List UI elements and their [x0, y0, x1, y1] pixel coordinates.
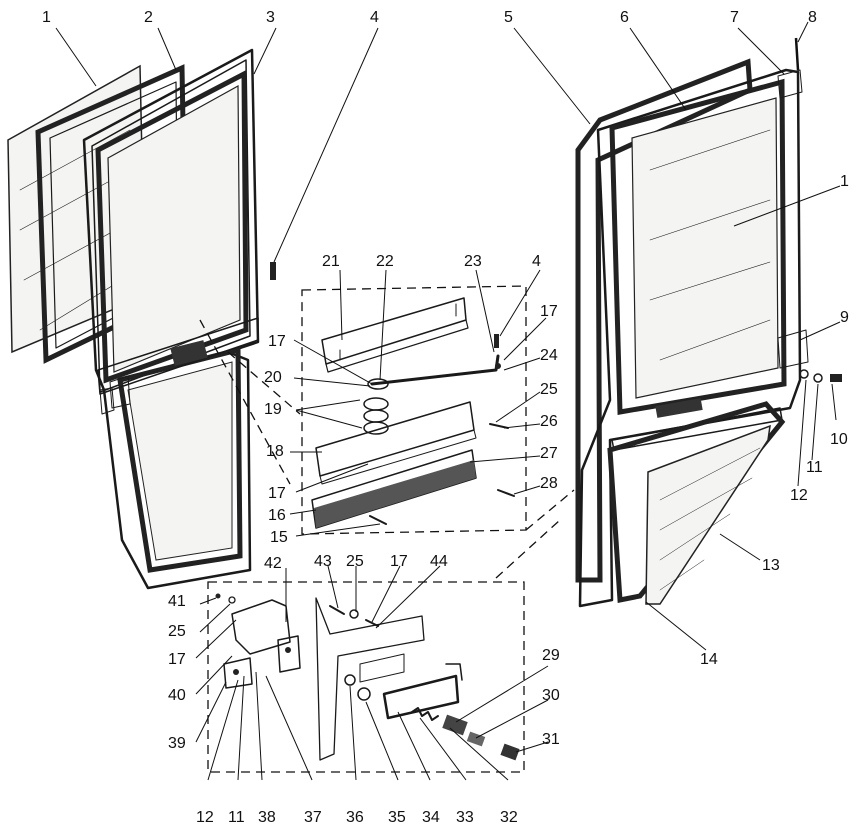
label-28: 28 [540, 475, 558, 492]
label-21: 21 [322, 253, 340, 270]
label-5: 5 [504, 9, 513, 26]
label-30: 30 [542, 687, 560, 704]
label-6: 6 [620, 9, 629, 26]
left-door-frame [82, 48, 260, 590]
label-32: 32 [500, 809, 518, 826]
label-10: 10 [830, 431, 848, 448]
right-door-washers [799, 369, 842, 383]
label-36: 36 [346, 809, 364, 826]
label-17-e: 17 [168, 651, 186, 668]
hinge-base-16 [311, 449, 477, 529]
label-41: 41 [168, 593, 186, 610]
label-25-a: 25 [540, 381, 558, 398]
label-27: 27 [540, 445, 558, 462]
left-door-bolt-4 [270, 262, 276, 280]
label-11-bottom: 11 [228, 809, 245, 826]
hinge-washers-19-20 [363, 378, 389, 435]
lock-spring-parts [344, 674, 520, 761]
label-17-c: 17 [268, 485, 286, 502]
label-7: 7 [730, 9, 739, 26]
lock-detail-box [207, 581, 525, 773]
label-3: 3 [266, 9, 275, 26]
label-9: 9 [840, 309, 849, 326]
label-17-d: 17 [390, 553, 408, 570]
label-17-b: 17 [268, 333, 286, 350]
label-1-right: 1 [840, 173, 849, 190]
label-4-detail: 4 [532, 253, 541, 270]
label-17-a: 17 [540, 303, 558, 320]
label-12-bottom: 12 [196, 809, 214, 826]
hinge-rod-23 [370, 354, 500, 386]
label-15: 15 [270, 529, 288, 546]
label-44: 44 [430, 553, 448, 570]
right-door-lower-glass-13 [645, 424, 771, 605]
label-19: 19 [264, 401, 282, 418]
label-29: 29 [542, 647, 560, 664]
right-door-outer-seal [575, 58, 753, 583]
label-23: 23 [464, 253, 482, 270]
hinge-small-bolts [369, 334, 515, 525]
label-39: 39 [168, 735, 186, 752]
callout-labels: 1 2 3 4 5 6 7 8 1 9 10 11 12 13 14 21 22… [42, 9, 849, 826]
right-door-pin-8 [794, 37, 800, 71]
label-35: 35 [388, 809, 406, 826]
leader-lines [55, 21, 841, 781]
label-40: 40 [168, 687, 186, 704]
label-20: 20 [264, 369, 282, 386]
label-25-b: 25 [346, 553, 364, 570]
label-43: 43 [314, 553, 332, 570]
label-25-c: 25 [168, 623, 186, 640]
hinge-upper-bracket-21 [321, 297, 469, 373]
label-37: 37 [304, 809, 322, 826]
lock-panel-inner [315, 597, 425, 761]
label-4: 4 [370, 9, 379, 26]
label-8: 8 [808, 9, 817, 26]
label-24: 24 [540, 347, 558, 364]
label-12: 12 [790, 487, 808, 504]
label-34: 34 [422, 809, 440, 826]
label-38: 38 [258, 809, 276, 826]
hinge-lower-bracket-18 [315, 401, 477, 485]
label-1: 1 [42, 9, 51, 26]
lock-plate-39 [223, 657, 253, 689]
lock-handle-rod [382, 663, 463, 720]
label-2: 2 [144, 9, 153, 26]
label-42: 42 [264, 555, 282, 572]
label-22: 22 [376, 253, 394, 270]
lock-housing-42 [231, 599, 301, 673]
label-18: 18 [266, 443, 284, 460]
lock-small-screws [215, 593, 379, 627]
label-11: 11 [806, 459, 823, 476]
label-26: 26 [540, 413, 558, 430]
label-33: 33 [456, 809, 474, 826]
label-14: 14 [700, 651, 718, 668]
label-31: 31 [542, 731, 560, 748]
label-13: 13 [762, 557, 780, 574]
connector-lines [199, 319, 575, 579]
label-16: 16 [268, 507, 286, 524]
